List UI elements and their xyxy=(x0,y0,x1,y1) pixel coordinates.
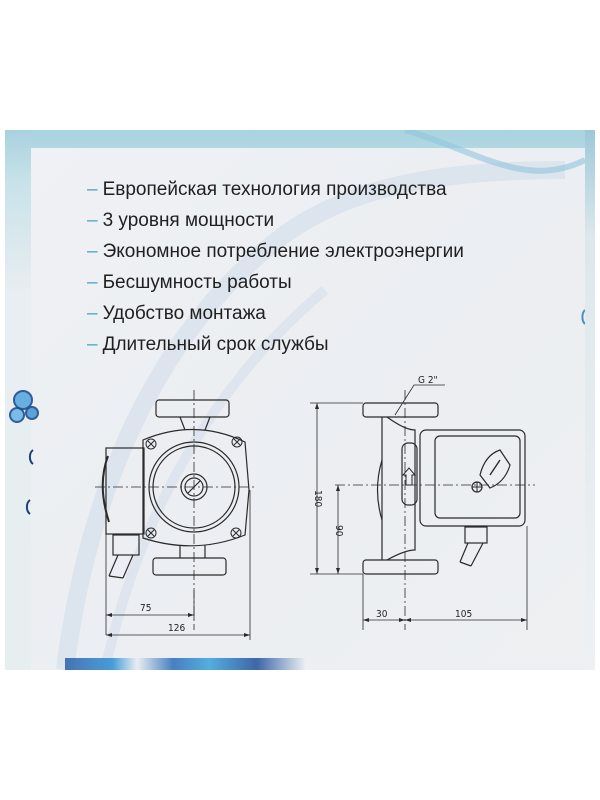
product-card: –Европейская технология производства –3 … xyxy=(5,130,595,670)
thread-label: G 2" xyxy=(418,375,438,386)
bullet-dash: – xyxy=(87,179,98,200)
feature-text: Бесшумность работы xyxy=(102,272,292,293)
feature-text: Длительный срок службы xyxy=(102,334,329,355)
feature-item: –3 уровня мощности xyxy=(87,205,464,236)
feature-item: –Экономное потребление электроэнергии xyxy=(87,236,464,267)
feature-item: –Удобство монтажа xyxy=(87,298,464,329)
feature-item: –Европейская технология производства xyxy=(87,174,464,205)
feature-text: Экономное потребление электроэнергии xyxy=(102,241,464,262)
bullet-dash: – xyxy=(87,241,98,262)
feature-item: –Длительный срок службы xyxy=(87,329,464,360)
dim-label-126: 126 xyxy=(168,623,185,634)
feature-item: –Бесшумность работы xyxy=(87,267,464,298)
bullet-dash: – xyxy=(87,210,98,231)
feature-text: Удобство монтажа xyxy=(102,303,266,324)
bullet-dash: – xyxy=(87,334,98,355)
feature-text: 3 уровня мощности xyxy=(102,210,275,231)
dim-label-105: 105 xyxy=(455,609,472,620)
pump-technical-drawing: 75 126 G 2" 180 90 30 105 xyxy=(95,375,535,640)
dim-label-90: 90 xyxy=(333,525,344,537)
dim-label-75: 75 xyxy=(140,603,151,614)
feature-list: –Европейская технология производства –3 … xyxy=(87,174,464,360)
dim-label-30: 30 xyxy=(376,609,388,620)
bottom-water-splash xyxy=(65,658,305,670)
dim-label-180: 180 xyxy=(312,490,323,507)
feature-text: Европейская технология производства xyxy=(102,179,447,200)
right-edge-band xyxy=(585,130,595,670)
bullet-dash: – xyxy=(87,303,98,324)
bullet-dash: – xyxy=(87,272,98,293)
front-view xyxy=(95,390,255,640)
side-view xyxy=(310,384,535,630)
